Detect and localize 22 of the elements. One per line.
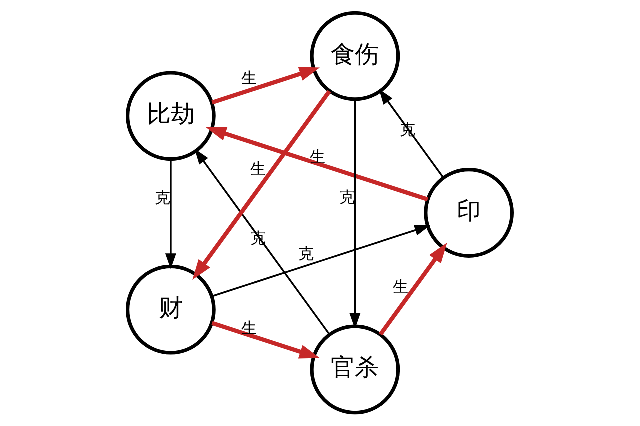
edge-label: 生	[250, 160, 267, 178]
node-circle: 财	[126, 264, 216, 355]
arrow	[212, 67, 320, 105]
arrow	[192, 90, 332, 280]
arrow	[212, 225, 430, 298]
node-circle: 官杀	[310, 324, 400, 415]
edge-label: 生	[242, 320, 258, 338]
arrow	[379, 89, 444, 178]
arrow	[165, 160, 176, 270]
edge-label: 生	[310, 148, 326, 166]
edge-label: 克	[339, 188, 356, 207]
arrow	[194, 148, 330, 335]
arrow	[206, 127, 429, 202]
edge-label: 生	[392, 278, 409, 296]
edge-label: 生	[242, 70, 258, 88]
arrow	[379, 242, 448, 336]
arrow	[212, 321, 320, 359]
arrow	[350, 100, 361, 330]
node-circle: 比劫	[126, 71, 216, 162]
node-circle: 食伤	[310, 11, 400, 102]
edge-label: 克	[298, 245, 314, 264]
node-circle: 印	[424, 168, 514, 258]
